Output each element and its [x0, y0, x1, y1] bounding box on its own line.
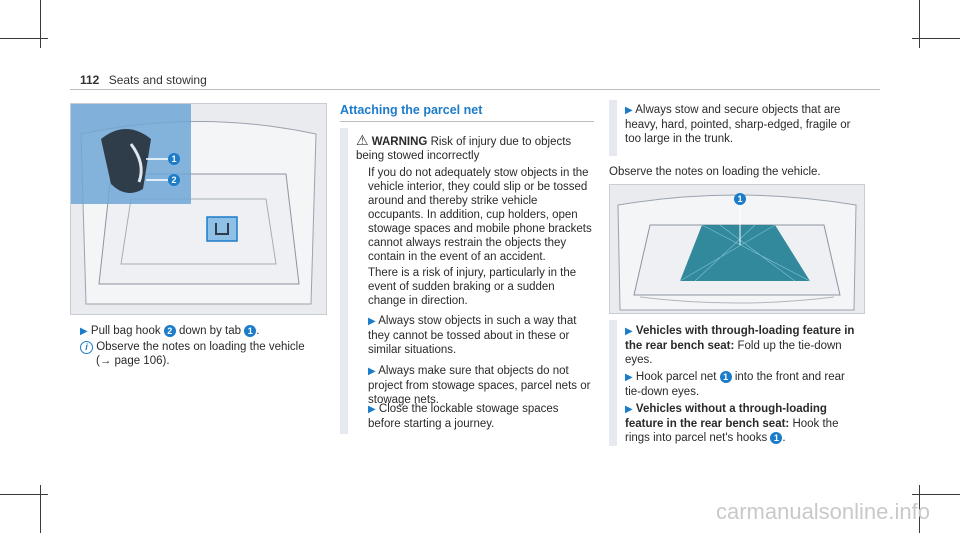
page-number: 112 — [80, 73, 100, 87]
info-icon: i — [80, 341, 93, 354]
bullet-item: ▶ Always make sure that objects do not p… — [368, 365, 591, 406]
page-reference-link[interactable]: (→ page 106). — [96, 355, 170, 367]
badge-1: 1 — [244, 324, 257, 337]
tip-side-bar — [609, 100, 617, 156]
tip-text: ▶ Always stow and secure objects that ar… — [625, 104, 851, 145]
trunk-drawing — [71, 104, 317, 305]
step-fold-tie-down: ▶ Vehicles with through-loading feature … — [625, 325, 855, 366]
crop-mark — [0, 494, 48, 495]
warning-block: ⚠ WARNING Risk of injury due to objects … — [340, 128, 594, 434]
crop-mark — [40, 0, 41, 48]
badge-1: 1 — [770, 431, 783, 444]
step-arrow-icon: ▶ — [80, 326, 88, 337]
crop-mark — [0, 38, 48, 39]
crop-mark — [40, 485, 41, 533]
title-rule — [340, 121, 594, 122]
tip-block: ▶ Always stow and secure objects that ar… — [609, 100, 863, 156]
page-header: 112 Seats and stowing — [80, 73, 207, 87]
step-arrow-icon: ▶ — [625, 326, 633, 337]
step-arrow-icon: ▶ — [368, 366, 376, 377]
callout-badge-1: 1 — [734, 193, 746, 205]
warning-side-bar — [340, 128, 348, 434]
badge-2: 2 — [163, 324, 176, 337]
warning-headline: Risk of injury due to objects being stow… — [356, 136, 572, 162]
step-arrow-icon: ▶ — [368, 404, 376, 415]
step-hook-net: ▶ Hook parcel net 1 into the front and r… — [625, 370, 845, 398]
watermark: carmanualsonline.info — [715, 499, 930, 524]
parcel-net-illustration: 1 — [609, 184, 865, 314]
step-hook-rings: ▶ Vehicles without a through-loading fea… — [625, 403, 839, 444]
step-arrow-icon: ▶ — [625, 105, 633, 116]
crop-mark — [919, 485, 920, 533]
bullet-item: ▶ Close the lockable stowage spaces befo… — [368, 403, 559, 430]
callout-badge-1: 1 — [168, 153, 180, 165]
header-divider — [70, 89, 880, 90]
callout-badge-2: 2 — [168, 174, 180, 186]
crop-mark — [912, 494, 960, 495]
bullet-item: ▶ Always stow objects in such a way that… — [368, 315, 577, 356]
step-pull-bag-hook: ▶ Pull bag hook 2 down by tab 1. — [80, 324, 260, 337]
step-arrow-icon: ▶ — [625, 404, 633, 415]
observe-note: Observe the notes on loading the vehicle… — [609, 166, 821, 178]
warning-header: ⚠ WARNING Risk of injury due to objects … — [356, 133, 594, 163]
steps-side-bar — [609, 320, 617, 446]
trunk-net-drawing — [617, 194, 857, 311]
warning-paragraph-2: There is a risk of injury, particularly … — [368, 267, 577, 307]
step-arrow-icon: ▶ — [625, 372, 633, 383]
trunk-illustration: 1 2 — [70, 103, 327, 315]
note-loading: i Observe the notes on loading the vehic… — [80, 340, 330, 368]
section-name: Seats and stowing — [108, 73, 207, 87]
warning-label: WARNING — [371, 136, 428, 148]
section-title: Attaching the parcel net — [340, 103, 483, 117]
warning-triangle-icon: ⚠ — [356, 132, 369, 148]
steps-block: ▶ Vehicles with through-loading feature … — [609, 320, 863, 446]
step-arrow-icon: ▶ — [368, 316, 376, 327]
crop-mark — [919, 0, 920, 48]
crop-mark — [912, 38, 960, 39]
warning-paragraph-1: If you do not adequately stow objects in… — [368, 167, 592, 263]
badge-1: 1 — [719, 370, 732, 383]
